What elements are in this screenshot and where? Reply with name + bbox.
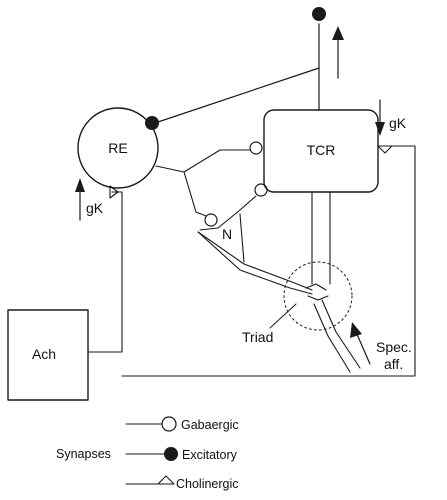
gaba-synapse-n <box>204 213 218 227</box>
triad-region <box>283 261 353 331</box>
gk-left-arrow-head <box>75 178 85 192</box>
upward-arrow-head <box>332 26 344 40</box>
tcr-label: TCR <box>307 142 336 158</box>
cholinergic-synapse-re <box>109 185 119 199</box>
n-to-triad-line <box>239 213 245 263</box>
specific-afferent-fibre <box>321 299 361 369</box>
legend-gabaergic-label: Gabaergic <box>181 418 239 432</box>
legend-cholinergic-symbol <box>157 475 175 485</box>
legend-excitatory-symbol <box>164 447 178 461</box>
gaba-synapse-tcr-lower <box>254 183 268 197</box>
re-cell <box>77 107 159 189</box>
n-process-to-triad <box>197 231 313 291</box>
legend-cholinergic-label: Cholinergic <box>176 477 239 491</box>
gk-left-label: gK <box>86 200 104 216</box>
excitatory-synapse-re <box>145 116 159 130</box>
spec-aff-arrow-head <box>350 322 362 338</box>
ach-to-re-path <box>87 191 123 353</box>
ach-label: Ach <box>32 346 56 362</box>
gaba-synapse-tcr-upper <box>249 141 263 155</box>
triad-label: Triad <box>242 329 273 345</box>
spec-aff-label-line2: aff. <box>384 356 403 372</box>
legend: Gabaergic Synapses Excitatory Cholinergi… <box>56 416 239 491</box>
triad-pointer <box>269 303 297 329</box>
ach-to-tcr-path <box>121 145 416 377</box>
re-axon-to-tcr <box>155 149 251 173</box>
n-label: N <box>222 226 232 242</box>
legend-gabaergic-symbol <box>161 416 177 432</box>
re-axon-to-n <box>183 171 207 217</box>
legend-title: Synapses <box>56 447 111 461</box>
specific-afferent-fibre-2 <box>313 303 351 373</box>
triad-synapse <box>305 283 329 301</box>
gk-right-label: gK <box>389 115 407 131</box>
tcr-to-re-axon <box>157 67 320 123</box>
spec-aff-arrow-shaft <box>355 331 371 365</box>
gk-right-arrow-head <box>375 122 385 136</box>
n-dendrite <box>199 195 257 231</box>
n-process-to-triad-2 <box>197 231 313 295</box>
excitatory-synapse-top <box>312 7 326 21</box>
re-label: RE <box>108 140 127 156</box>
ach-box <box>7 309 89 401</box>
tcr-cell <box>263 109 379 193</box>
spec-aff-label-line1: Spec. <box>376 339 412 355</box>
cholinergic-synapse-tcr <box>377 145 393 154</box>
legend-excitatory-label: Excitatory <box>182 448 238 462</box>
